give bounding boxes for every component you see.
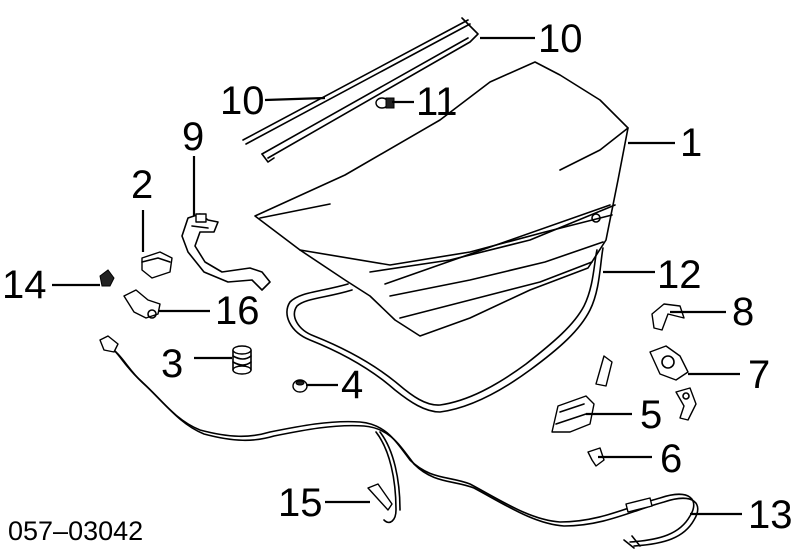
torsion-bars [242,17,479,163]
callout-8: 8 [732,290,754,334]
lock-cylinder [649,345,697,421]
callout-11: 11 [416,80,458,124]
cap-part-4 [292,379,308,393]
release-cable [99,335,699,549]
weatherstrip-seal [286,247,604,413]
cable-clip [367,483,393,511]
callout-3: 3 [161,342,183,386]
bolt-part-6 [587,447,605,467]
callout-4: 4 [341,363,363,407]
callout-7: 7 [748,353,770,397]
callout-13: 13 [748,493,793,537]
callout-2: 2 [131,163,153,207]
callout-1: 1 [680,121,702,165]
callout-5: 5 [640,393,662,437]
callout-9: 9 [182,115,204,159]
latch-bracket [651,303,685,331]
bracket-part-2 [141,251,173,279]
hinge [181,213,271,291]
clip-part-14 [99,269,115,287]
diagram-code: 057–03042 [8,516,143,546]
latch-part-16 [123,289,161,319]
callout-10-upper: 10 [538,17,583,61]
leader-lines [52,36,742,516]
callout-labels: 1 2 3 4 5 6 7 8 9 10 10 11 12 13 14 15 1… [2,17,793,537]
callout-14: 14 [2,263,47,307]
latch-assembly [551,355,613,433]
callout-16: 16 [215,289,260,333]
callout-12: 12 [657,253,702,297]
bumper-part-11 [375,97,395,109]
callout-6: 6 [660,437,682,481]
rubber-stopper [232,345,252,375]
callout-10-lower: 10 [220,79,265,123]
trunk-lid-panel [254,61,629,337]
callout-15: 15 [278,481,323,525]
